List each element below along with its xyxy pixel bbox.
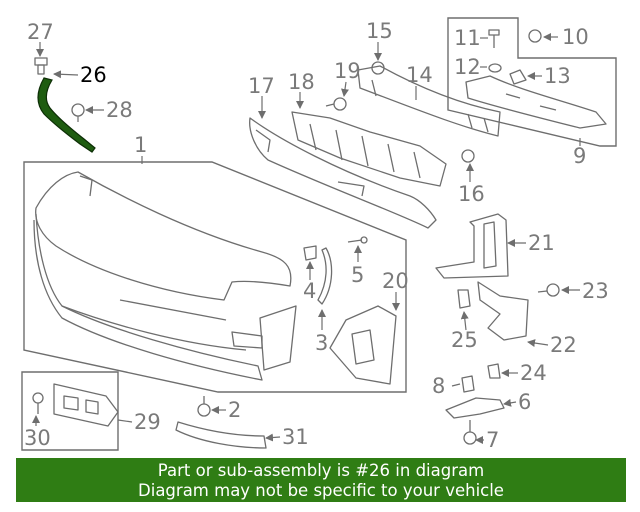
- callout-11: 11: [454, 26, 481, 50]
- part-13-retainer: [509, 69, 527, 85]
- part-3-molding: [317, 247, 333, 305]
- part-12-clip: [488, 63, 502, 73]
- part-15-nut: [371, 61, 385, 75]
- part-14-reinforcement[interactable]: [357, 65, 501, 137]
- part-9-bracket-assembly[interactable]: [447, 17, 617, 147]
- callout-17: 17: [248, 74, 275, 98]
- callout-4: 4: [303, 279, 316, 303]
- part-26-bracket[interactable]: [37, 77, 96, 153]
- callout-15: 15: [366, 19, 393, 43]
- part-30-screw: [32, 392, 44, 414]
- callout-21: 21: [528, 231, 555, 255]
- part-11-screw: [488, 29, 500, 48]
- callout-labels: 27 26 28 1 17 18 19 15 14 11 10 12 13 9 …: [24, 19, 609, 452]
- banner-line-2: Diagram may not be specific to your vehi…: [138, 481, 504, 500]
- parts-diagram: 27 26 28 1 17 18 19 15 14 11 10 12 13 9 …: [21, 17, 617, 452]
- part-28-clip: [71, 103, 85, 122]
- callout-5: 5: [351, 263, 364, 287]
- callout-19: 19: [334, 59, 361, 83]
- part-25-clip: [457, 289, 471, 309]
- part-18-support[interactable]: [291, 111, 447, 187]
- callout-3: 3: [315, 331, 328, 355]
- callout-22: 22: [550, 333, 577, 357]
- callout-2: 2: [228, 398, 241, 422]
- callout-20: 20: [382, 269, 409, 293]
- part-19-bolt: [325, 97, 347, 111]
- callout-18: 18: [288, 70, 315, 94]
- part-1-bumper-cover[interactable]: [23, 161, 407, 393]
- vehicle-note-banner: Part or sub-assembly is #26 in diagram D…: [16, 458, 626, 502]
- callout-24: 24: [520, 361, 547, 385]
- callout-10: 10: [562, 25, 589, 49]
- part-24-clip: [487, 363, 501, 379]
- callout-13: 13: [544, 64, 571, 88]
- callout-16: 16: [458, 182, 485, 206]
- part-7-bolt: [463, 420, 477, 445]
- leader-lines: [32, 33, 581, 444]
- callout-1: 1: [134, 133, 147, 157]
- callout-30: 30: [24, 426, 51, 450]
- part-20-bracket[interactable]: [329, 305, 397, 385]
- part-2-bolt: [197, 396, 211, 417]
- part-29-license-bracket[interactable]: [21, 371, 119, 451]
- callout-6: 6: [518, 390, 531, 414]
- part-21-deflector[interactable]: [435, 213, 509, 279]
- part-27-clip: [34, 57, 48, 75]
- callout-28: 28: [106, 98, 133, 122]
- part-31-trim[interactable]: [175, 421, 267, 449]
- callout-23: 23: [582, 279, 609, 303]
- part-8-clip: [461, 375, 475, 393]
- banner-line-1: Part or sub-assembly is #26 in diagram: [157, 461, 485, 480]
- part-10-bolt: [528, 29, 542, 43]
- part-4-clip: [303, 245, 317, 261]
- callout-7: 7: [486, 428, 499, 452]
- callout-9: 9: [573, 144, 586, 168]
- callout-27: 27: [27, 20, 54, 44]
- part-17-energy-absorber[interactable]: [249, 117, 437, 229]
- callout-12: 12: [454, 55, 481, 79]
- part-23-bolt: [537, 283, 560, 297]
- callout-29: 29: [134, 410, 161, 434]
- callout-8: 8: [432, 374, 445, 398]
- callout-26: 26: [80, 63, 107, 87]
- part-22-guide[interactable]: [477, 281, 529, 341]
- callout-25: 25: [451, 328, 478, 352]
- part-6-bracket[interactable]: [445, 397, 505, 419]
- callout-14: 14: [406, 63, 433, 87]
- part-16-nut: [461, 149, 475, 163]
- part-5-fastener: [347, 236, 368, 244]
- callout-31: 31: [282, 425, 309, 449]
